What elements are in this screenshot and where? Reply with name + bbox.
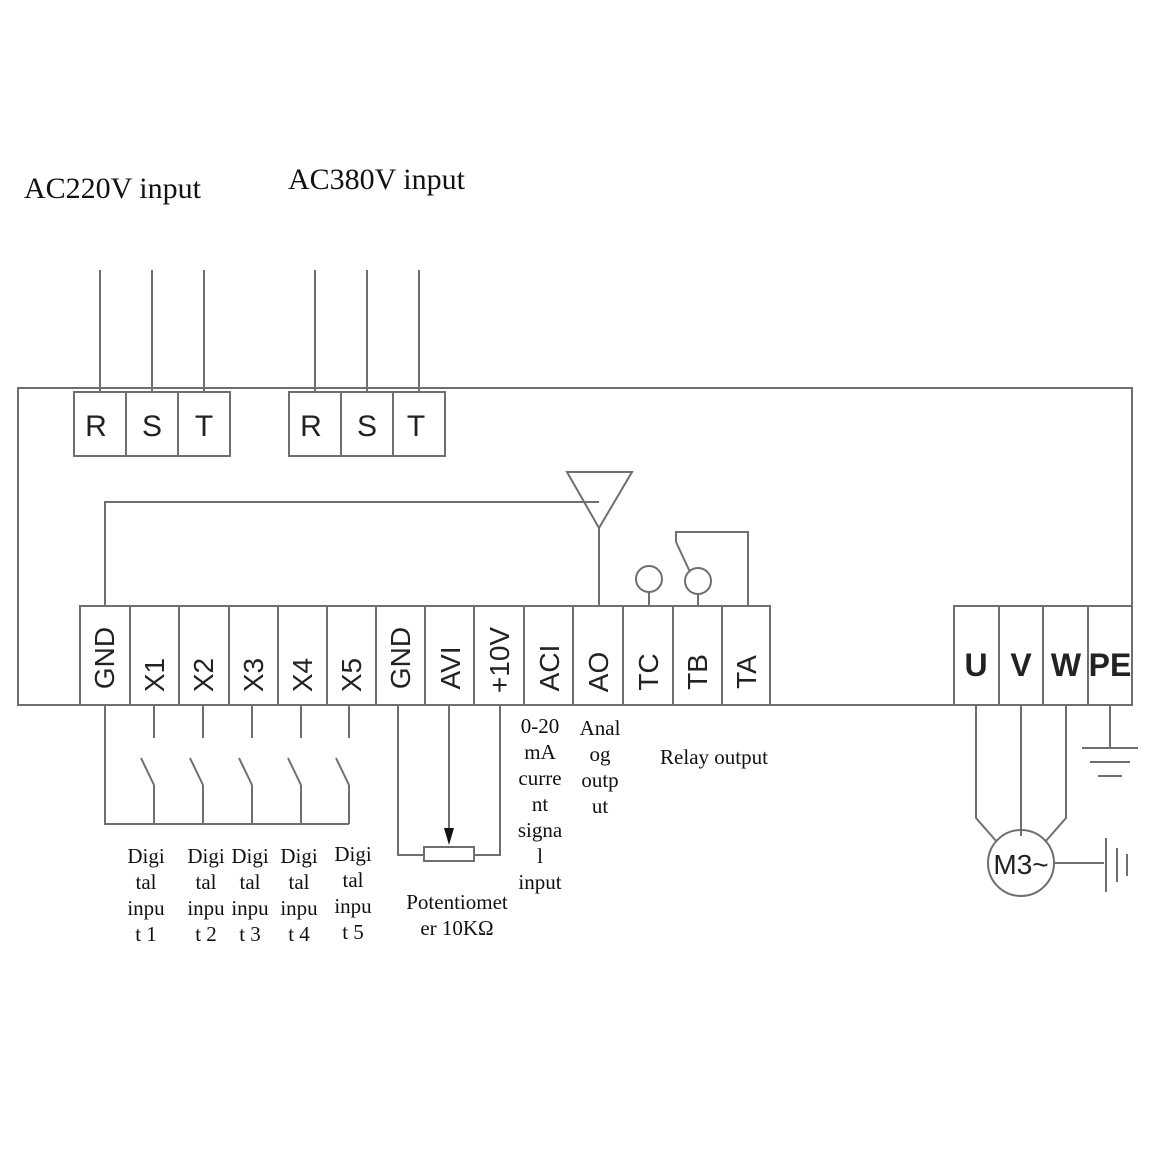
ac380-terminal-s: S [357,410,377,443]
terminal-x1: X1 [139,658,170,692]
terminal-pe: PE [1089,647,1132,683]
output-terminal-strip: U V W PE [953,605,1133,706]
ac220-terminal-t: T [195,410,213,443]
earth-ground-symbol [1082,705,1138,777]
drive-chassis [17,387,1133,706]
motor-label: M3~ [993,849,1048,880]
terminal-x3: X3 [238,658,269,692]
terminal-w: W [1051,647,1082,683]
terminal-v: V [1010,647,1032,683]
ac220-input-label: AC220V input [24,172,201,205]
terminal-gnd-2: GND [385,627,416,689]
ac380-terminal-t: T [407,410,425,443]
control-terminal-strip: GND X1 X2 X3 X4 X5 GND AVI +10V ACI AO T… [79,605,771,706]
terminal-x5: X5 [336,658,367,692]
terminal-ao: AO [583,652,614,692]
ac220-input-block: R S T [73,270,231,457]
terminal-plus-10v: +10V [484,627,515,693]
digital-input-switches [104,705,350,825]
relay-contacts-symbol [635,531,749,606]
potentiometer-symbol [397,705,501,862]
ac380-input-label: AC380V input [288,163,465,196]
terminal-x4: X4 [287,658,318,692]
ac220-terminal-r: R [85,410,107,443]
terminal-ta: TA [731,655,762,689]
ac220-terminal-s: S [142,410,162,443]
terminal-gnd-1: GND [89,627,120,689]
ac380-terminal-r: R [300,410,322,443]
terminal-tc: TC [633,653,664,690]
terminal-x2: X2 [188,658,219,692]
terminal-aci: ACI [534,645,565,692]
analog-meter-symbol [104,471,634,606]
ac380-input-block: R S T [288,270,446,457]
terminal-tb: TB [682,654,713,690]
relay-output-caption: Relay output [660,745,768,769]
terminal-avi: AVI [435,646,466,689]
terminal-u: U [964,647,987,683]
motor-symbol: M3~ [975,705,1128,897]
